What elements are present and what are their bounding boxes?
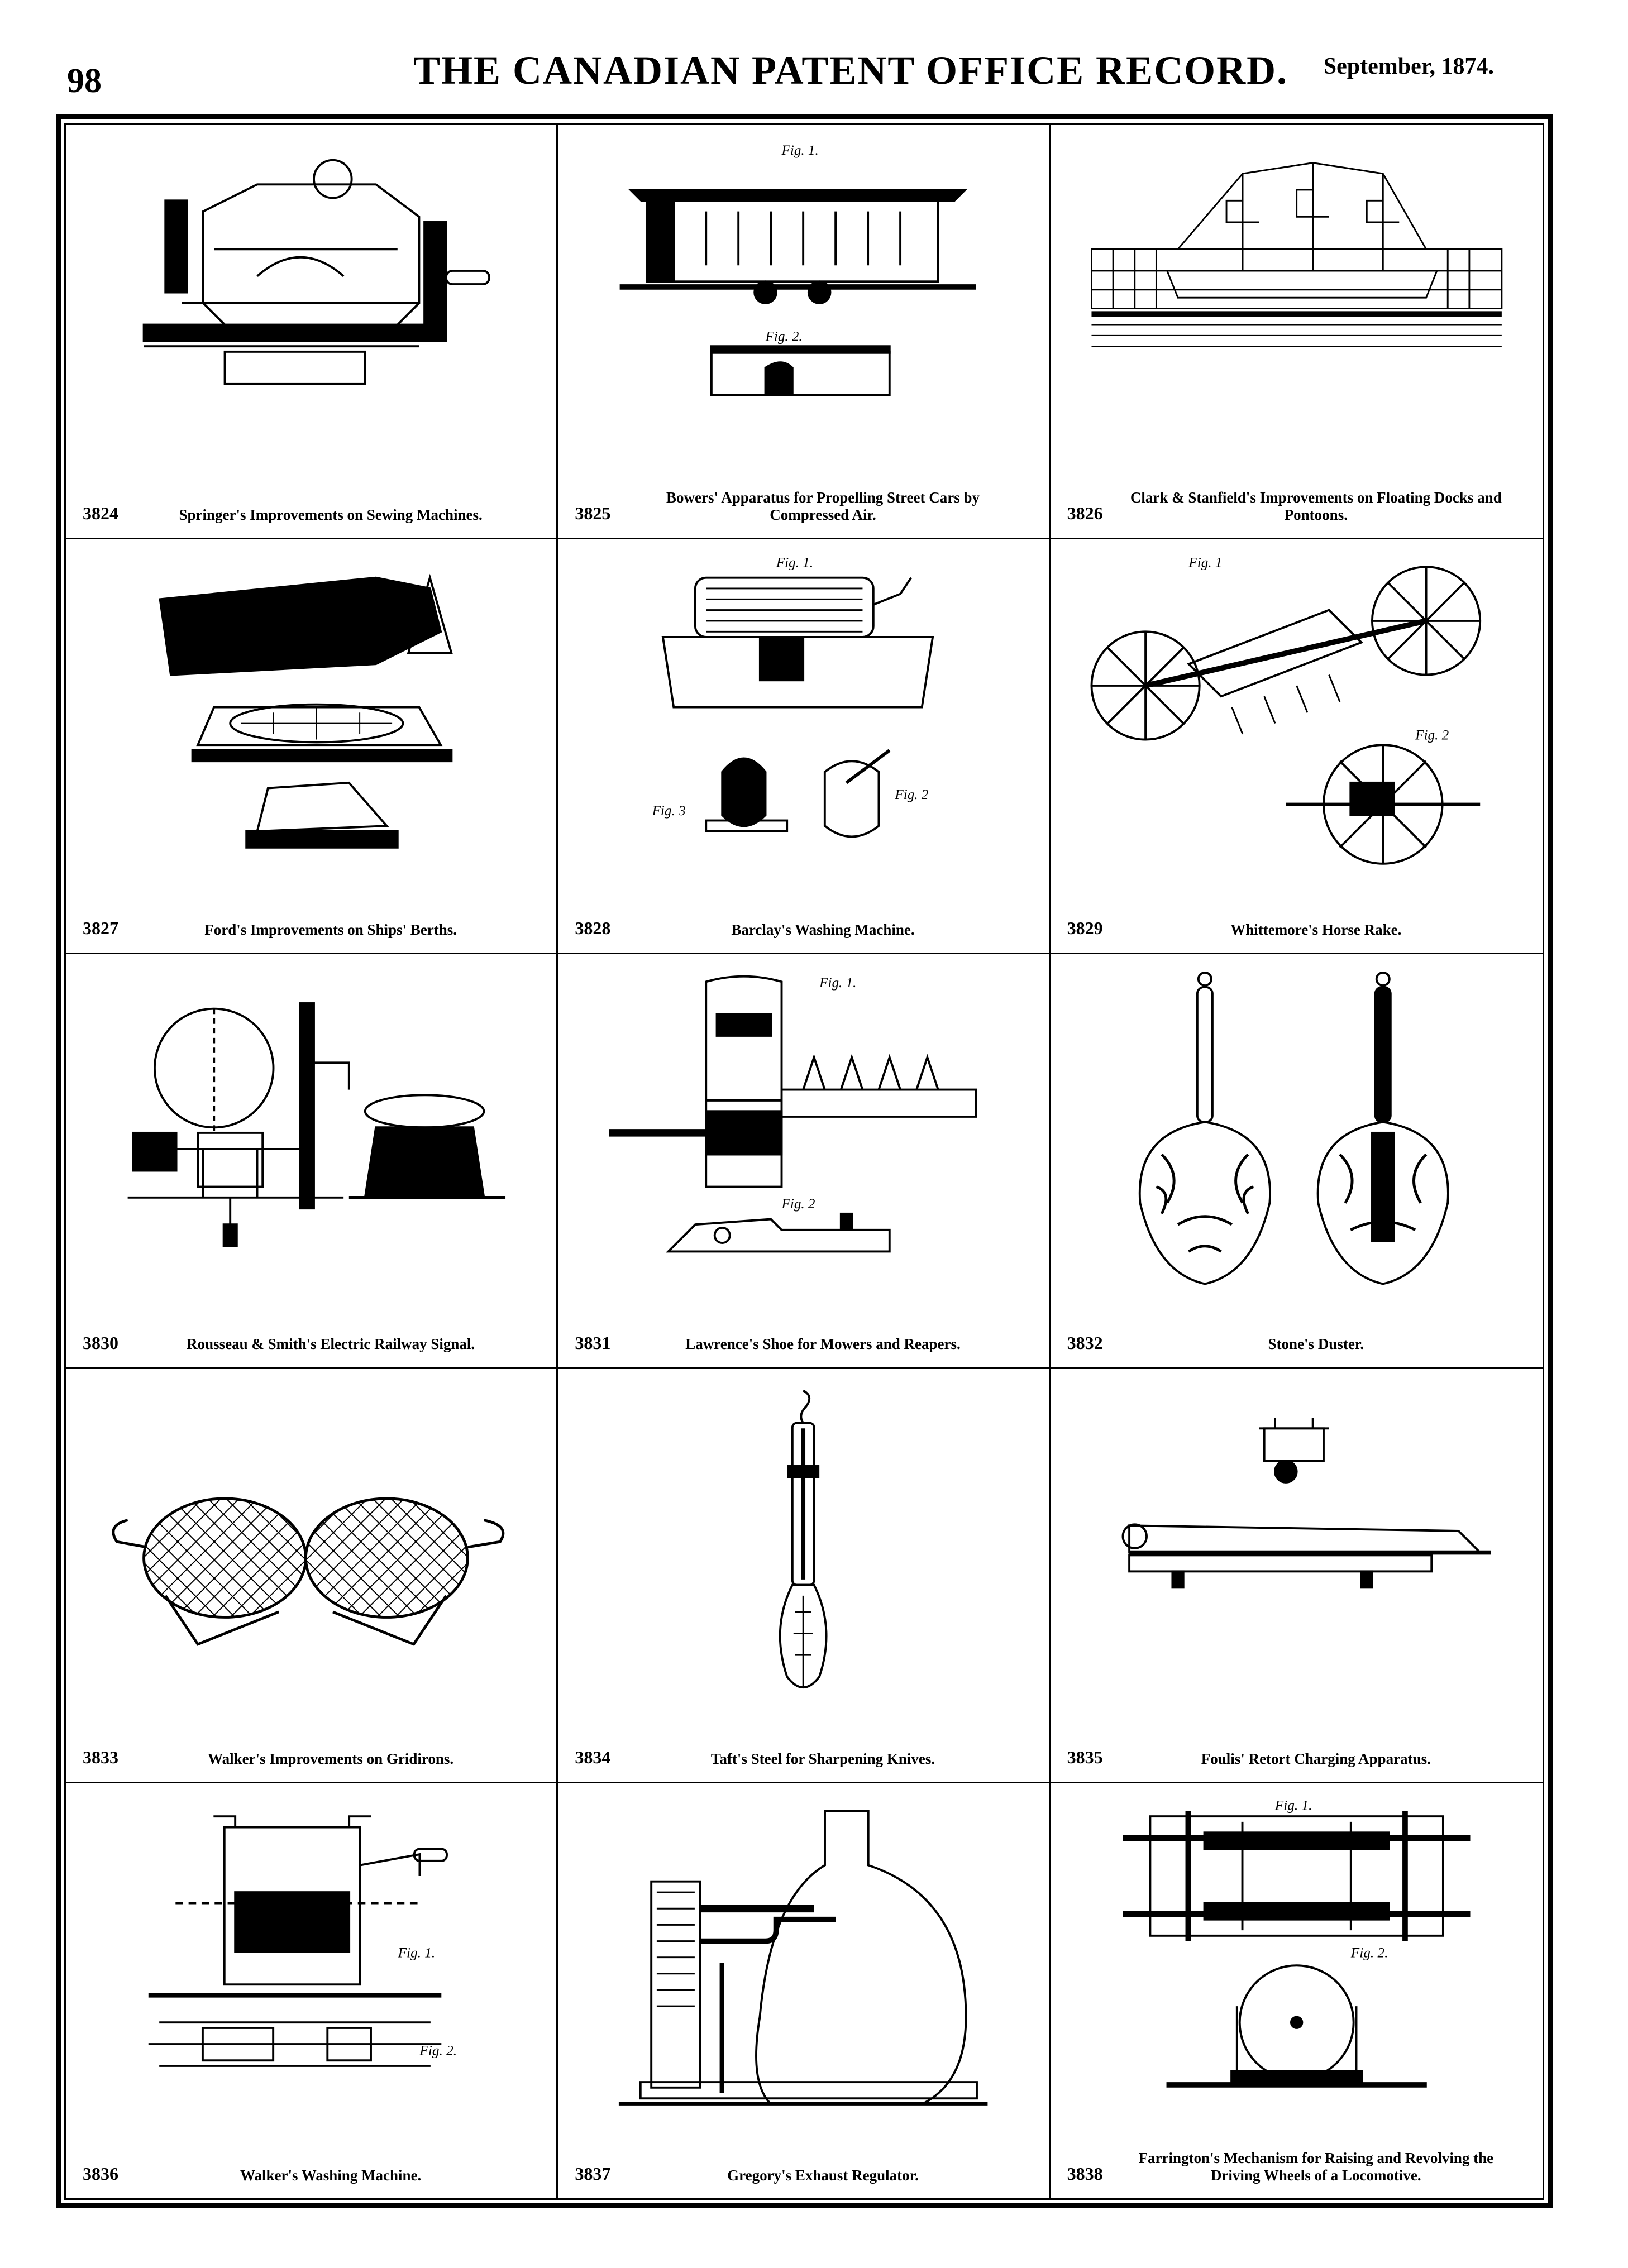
patent-number: 3826 [1067,503,1103,523]
patent-number: 3828 [575,917,611,938]
patent-title: Lawrence's Shoe for Mowers and Reapers. [685,1336,961,1353]
patent-cell: Fig. 1. Fig. 2 3831 Lawrence's Shoe for … [558,954,1051,1369]
fig-label: Fig. 2 [1415,728,1449,743]
locomotive-wheel-mechanism-drawing: Fig. 1. Fig. 2. [1073,1800,1520,2126]
fig-label: Fig. 2 [895,787,929,802]
sharpening-steel-drawing [580,1385,1026,1709]
patent-caption: 3826 Clark & Stanfield's Improvements on… [1067,471,1526,524]
patent-caption: 3832 Stone's Duster. [1067,1300,1526,1353]
patent-title: Foulis' Retort Charging Apparatus. [1201,1750,1431,1768]
patent-title: Springer's Improvements on Sewing Machin… [179,506,483,523]
fig-label: Fig. 3 [652,803,686,819]
patent-cell: Fig. 1. Fig. 3 Fig. 2 3828 Barclay's Was… [558,539,1051,954]
patent-grid: 3824 Springer's Improvements on Sewing M… [64,123,1544,2200]
patent-number: 3836 [83,2164,118,2184]
patent-caption: 3824 Springer's Improvements on Sewing M… [83,471,540,524]
washing-machine-2-drawing: Fig. 1. Fig. 2. [88,1800,534,2126]
patent-title: Rousseau & Smith's Electric Railway Sign… [187,1336,475,1353]
patent-caption: 3825 Bowers' Apparatus for Propelling St… [575,471,1032,524]
page-header: 98 THE CANADIAN PATENT OFFICE RECORD. Se… [0,0,1628,112]
patent-cell: 3826 Clark & Stanfield's Improvements on… [1050,125,1543,539]
journal-title: THE CANADIAN PATENT OFFICE RECORD. [413,48,1288,93]
fig-label: Fig. 1. [819,975,856,991]
fig-label: Fig. 2 [781,1197,815,1212]
fig-label: Fig. 1 [1188,556,1222,570]
patent-cell: Fig. 1. Fig. 2. 3836 Walker's Washing Ma… [66,1783,558,2198]
fig-label: Fig. 1. [1274,1800,1312,1813]
patent-number: 3837 [575,2164,611,2184]
patent-title: Clark & Stanfield's Improvements on Floa… [1130,489,1502,523]
exhaust-regulator-drawing [580,1800,1026,2126]
patent-number: 3835 [1067,1747,1103,1768]
patent-title: Ford's Improvements on Ships' Berths. [204,921,457,938]
patent-number: 3827 [83,917,118,938]
patent-title: Walker's Washing Machine. [240,2166,422,2184]
patent-title: Barclay's Washing Machine. [731,921,915,938]
ship-berth-drawing [88,556,534,880]
patent-cell: 3827 Ford's Improvements on Ships' Berth… [66,539,558,954]
retort-apparatus-drawing [1073,1385,1520,1709]
fig-label: Fig. 1. [398,1945,436,1961]
fig-label: Fig. 2. [419,2043,457,2059]
patent-cell: Fig. 1. Fig. 2. 3838 Farrington's Mechan… [1051,1783,1543,2198]
patent-caption: 3828 Barclay's Washing Machine. [575,886,1032,939]
patent-caption: 3838 Farrington's Mechanism for Raising … [1067,2131,1526,2184]
floating-dock-ship-drawing [1073,141,1520,465]
fig-label: Fig. 1. [781,143,819,158]
patent-number: 3833 [83,1747,118,1768]
patent-title: Gregory's Exhaust Regulator. [727,2166,919,2184]
fig-label: Fig. 1. [776,556,813,570]
patent-caption: 3834 Taft's Steel for Sharpening Knives. [575,1715,1032,1768]
patent-number: 3830 [83,1332,118,1353]
patent-number: 3834 [575,1747,611,1768]
patent-caption: 3830 Rousseau & Smith's Electric Railway… [83,1300,540,1353]
page-number: 98 [67,62,102,100]
patent-cell: 3832 Stone's Duster. [1050,954,1543,1369]
patent-caption: 3836 Walker's Washing Machine. [83,2131,540,2184]
page-border [56,114,1553,2208]
issue-date: September, 1874. [1323,54,1494,79]
mower-shoe-drawing: Fig. 1. Fig. 2 [580,971,1026,1295]
fig-label: Fig. 2. [765,329,803,344]
patent-cell: 3834 Taft's Steel for Sharpening Knives. [558,1369,1051,1784]
washing-machine-drawing: Fig. 1. Fig. 3 Fig. 2 [580,556,1026,880]
patent-number: 3824 [83,503,118,523]
patent-caption: 3837 Gregory's Exhaust Regulator. [575,2131,1032,2184]
gridiron-drawing [88,1385,534,1709]
patent-cell: 3824 Springer's Improvements on Sewing M… [66,125,558,539]
patent-caption: 3835 Foulis' Retort Charging Apparatus. [1067,1715,1526,1768]
street-car-drawing: Fig. 1. Fig. 2. [580,141,1026,465]
patent-title: Taft's Steel for Sharpening Knives. [710,1750,935,1768]
sewing-machine-drawing [88,141,534,465]
patent-cell: 3837 Gregory's Exhaust Regulator. [558,1783,1051,2198]
patent-number: 3831 [575,1332,611,1353]
horse-rake-drawing: Fig. 1 Fig. 2 [1073,556,1520,880]
patent-cell: Fig. 1. Fig. 2. 3825 Bowers' Apparatus f… [558,125,1051,539]
patent-number: 3838 [1067,2164,1103,2184]
patent-title: Farrington's Mechanism for Raising and R… [1138,2149,1494,2184]
patent-caption: 3831 Lawrence's Shoe for Mowers and Reap… [575,1300,1032,1353]
patent-cell: Fig. 1 Fig. 2 3829 Whittemore's Horse Ra… [1050,539,1543,954]
patent-caption: 3829 Whittemore's Horse Rake. [1067,886,1526,939]
railway-signal-drawing [88,971,534,1295]
patent-caption: 3833 Walker's Improvements on Gridirons. [83,1715,540,1768]
patent-title: Stone's Duster. [1268,1336,1364,1353]
patent-title: Walker's Improvements on Gridirons. [208,1750,454,1768]
feather-duster-drawing [1073,971,1520,1295]
patent-caption: 3827 Ford's Improvements on Ships' Berth… [83,886,540,939]
patent-title: Whittemore's Horse Rake. [1230,921,1402,938]
fig-label: Fig. 2. [1350,1945,1388,1961]
patent-cell: 3830 Rousseau & Smith's Electric Railway… [66,954,558,1369]
patent-cell: 3833 Walker's Improvements on Gridirons. [66,1369,558,1784]
patent-number: 3832 [1067,1332,1103,1353]
patent-cell: 3835 Foulis' Retort Charging Apparatus. [1050,1369,1543,1784]
patent-number: 3825 [575,503,611,523]
patent-number: 3829 [1067,917,1103,938]
patent-title: Bowers' Apparatus for Propelling Street … [666,489,980,523]
